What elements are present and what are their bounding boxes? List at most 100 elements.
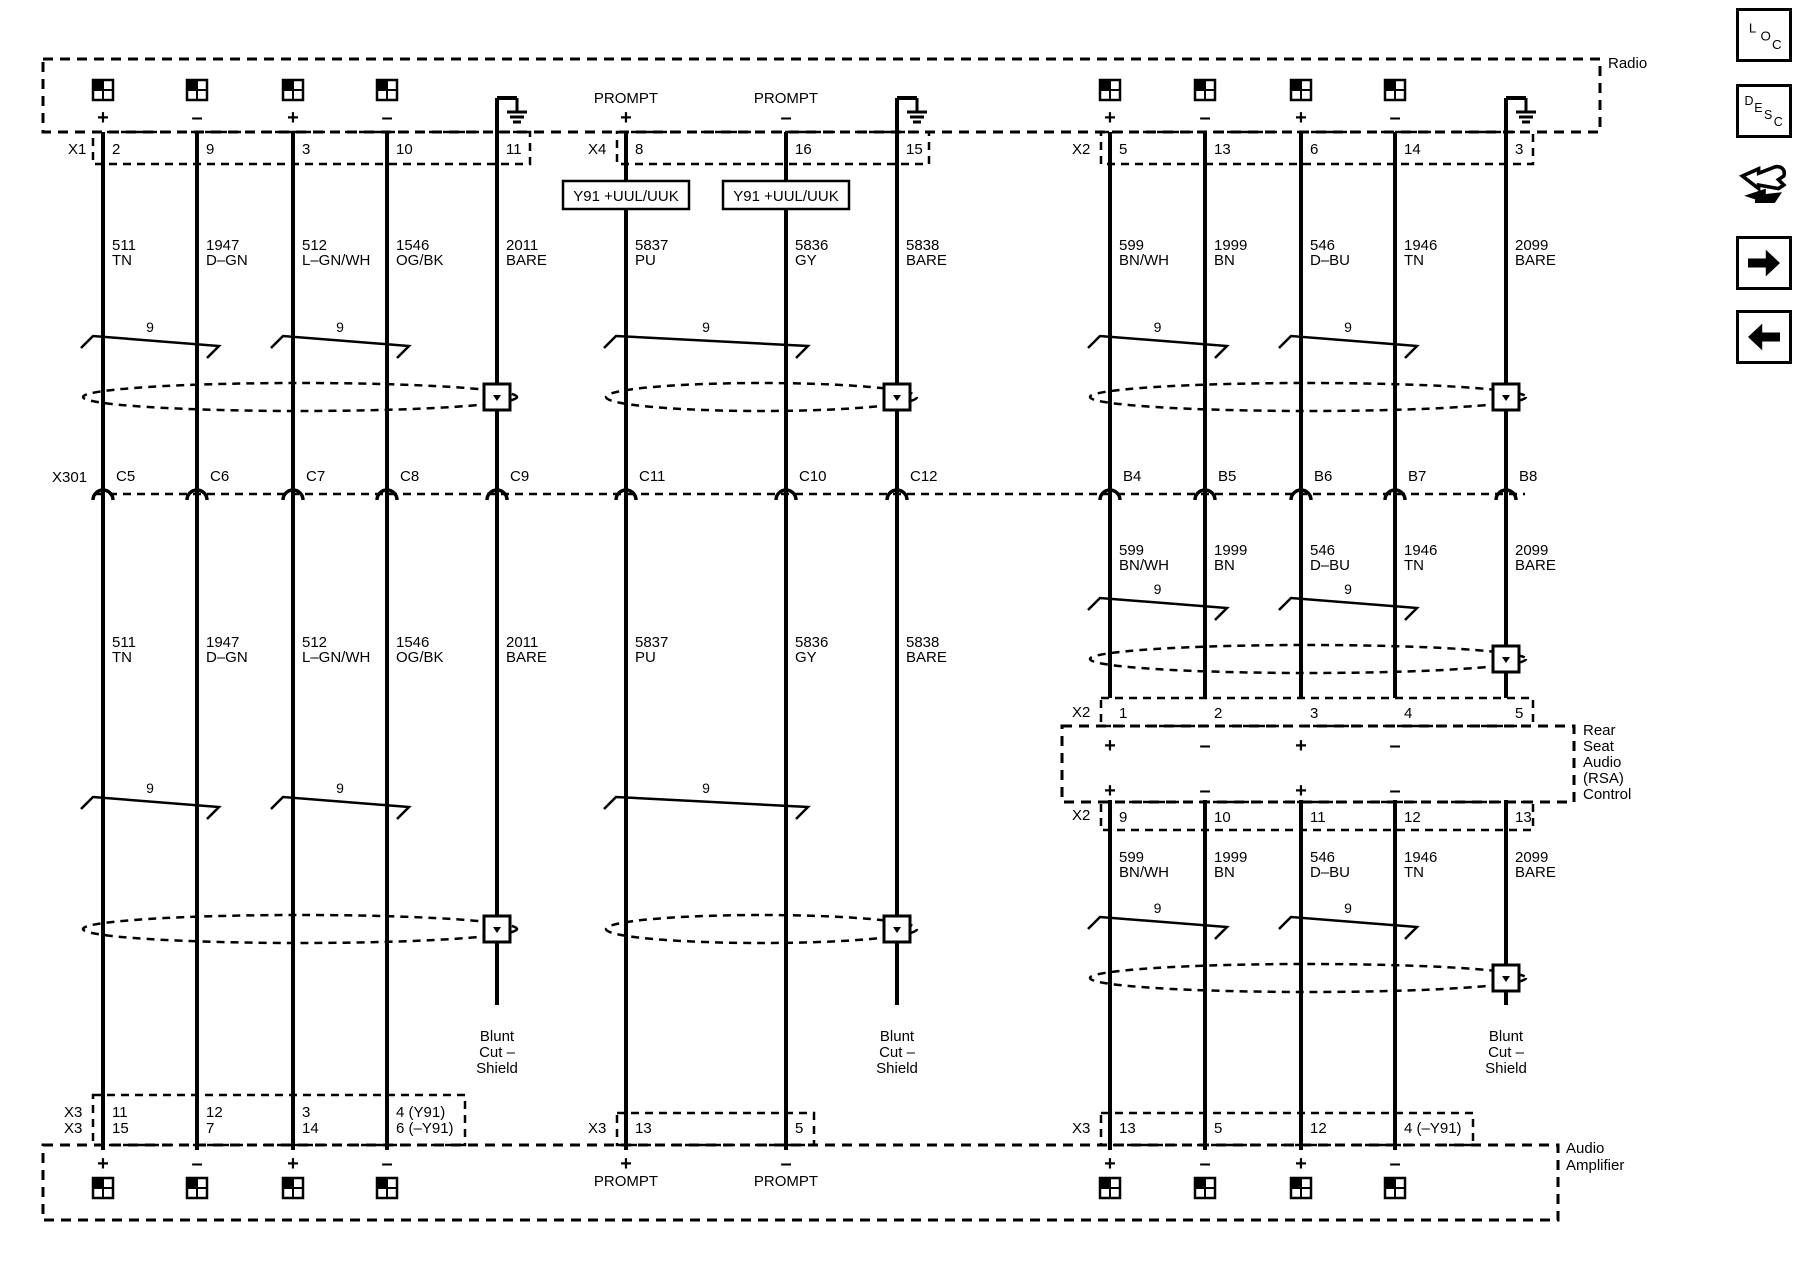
twisted-pair-icon xyxy=(1087,915,1230,940)
terminal-icon xyxy=(1098,78,1122,102)
wire-color-w6: PU xyxy=(635,252,656,269)
terminal-icon xyxy=(281,1176,305,1200)
wire-color-lower-w7: GY xyxy=(795,649,817,666)
blunt-cut-shield-line2-7: Cut – xyxy=(879,1044,916,1061)
circuit-number-w7: 5836 xyxy=(795,237,828,254)
wire-color-lower-w8: BARE xyxy=(906,649,947,666)
rsa-pin-top-w12: 4 xyxy=(1404,705,1412,722)
amp-pin-w11: 12 xyxy=(1310,1120,1327,1137)
twisted-pair-label: 9 xyxy=(336,780,344,796)
circuit-number-lower-w4: 1546 xyxy=(396,634,429,651)
x301-cavity-w11: B6 xyxy=(1314,468,1332,485)
rsa-pin-top-w13: 5 xyxy=(1515,705,1523,722)
amp-pin-a-w1: 11 xyxy=(112,1104,128,1121)
terminal-icon xyxy=(375,78,399,102)
wire-color-w3: L–GN/WH xyxy=(302,252,370,269)
blunt-cut-shield-line2-4: Cut – xyxy=(479,1044,516,1061)
twisted-pair-label: 9 xyxy=(702,780,710,796)
inline-connector-icon xyxy=(185,488,209,501)
wire-color-w11: D–BU xyxy=(1310,252,1350,269)
ground-icon xyxy=(897,96,927,124)
shield-outline xyxy=(604,913,919,945)
circuit-number-lower-w3: 512 xyxy=(302,634,327,651)
x2-label-rsa-top: X2 xyxy=(1072,704,1090,721)
inline-connector-icon xyxy=(375,488,399,501)
radio-polarity-w10: – xyxy=(1199,107,1210,129)
rsa-label-line3: Audio xyxy=(1583,754,1621,771)
terminal-icon xyxy=(1289,1176,1313,1200)
x301-cavity-w9: B4 xyxy=(1123,468,1141,485)
wire-color-mid-w9: BN/WH xyxy=(1119,557,1169,574)
description-button[interactable]: D E S C xyxy=(1736,84,1792,138)
wire-color-w12: TN xyxy=(1404,252,1424,269)
connector-tool-icon[interactable] xyxy=(1736,158,1792,212)
shield-drain-icon xyxy=(1491,644,1521,674)
terminal-icon xyxy=(1383,78,1407,102)
wire-color-mid-w11: D–BU xyxy=(1310,557,1350,574)
wire-color-lower-w10: BN xyxy=(1214,864,1235,881)
radio-pin-w8: 15 xyxy=(906,141,923,158)
inline-connector-icon xyxy=(1098,488,1122,501)
circuit-number-lower-w11: 546 xyxy=(1310,849,1335,866)
x2-label-rsa-bottom: X2 xyxy=(1072,807,1090,824)
location-button[interactable]: L O C xyxy=(1736,8,1792,62)
rsa-label-line1: Rear xyxy=(1583,722,1616,739)
rsa-polarity-bottom-w10: – xyxy=(1199,780,1210,802)
x2-label-radio: X2 xyxy=(1072,141,1090,158)
wire-color-lower-w9: BN/WH xyxy=(1119,864,1169,881)
twisted-pair-icon xyxy=(1087,596,1230,621)
radio-pin-w9: 5 xyxy=(1119,141,1127,158)
wire-color-lower-w3: L–GN/WH xyxy=(302,649,370,666)
wire-color-w10: BN xyxy=(1214,252,1235,269)
wire-color-lower-w5: BARE xyxy=(506,649,547,666)
desc-letter-e: E xyxy=(1754,101,1762,115)
ground-icon xyxy=(1506,96,1536,124)
wire-color-lower-w1: TN xyxy=(112,649,132,666)
twisted-pair-icon xyxy=(270,795,412,820)
wire-color-lower-w4: OG/BK xyxy=(396,649,444,666)
wire-color-w13: BARE xyxy=(1515,252,1556,269)
twisted-pair-icon xyxy=(1278,915,1420,940)
terminal-icon xyxy=(91,78,115,102)
x3-label-left-1: X3 xyxy=(64,1104,82,1121)
twisted-pair-label: 9 xyxy=(146,319,154,335)
twisted-pair-icon xyxy=(1278,596,1420,621)
wire-color-mid-w12: TN xyxy=(1404,557,1424,574)
radio-polarity-w9: + xyxy=(1104,107,1116,129)
x301-cavity-w1: C5 xyxy=(116,468,135,485)
blunt-cut-shield-line3-7: Shield xyxy=(876,1060,918,1077)
wire-color-mid-w10: BN xyxy=(1214,557,1235,574)
terminal-icon xyxy=(1193,78,1217,102)
terminal-icon xyxy=(1383,1176,1407,1200)
wire-color-lower-w12: TN xyxy=(1404,864,1424,881)
circuit-number-w11: 546 xyxy=(1310,237,1335,254)
inline-connector-icon xyxy=(885,488,909,501)
x1-connector xyxy=(91,130,532,166)
amp-polarity-w1: + xyxy=(97,1153,109,1175)
x2-connector-radio xyxy=(1099,130,1535,166)
next-page-button[interactable] xyxy=(1736,236,1792,290)
amplifier-label-line1: Audio xyxy=(1566,1140,1604,1157)
blunt-cut-shield-line1-4: Blunt xyxy=(480,1028,515,1045)
amp-pin-b-w4: 6 (–Y91) xyxy=(396,1120,454,1137)
wire-color-w7: GY xyxy=(795,252,817,269)
shield-outline xyxy=(1088,381,1528,413)
loc-letter-l: L xyxy=(1749,20,1756,35)
circuit-number-mid-w10: 1999 xyxy=(1214,542,1247,559)
circuit-number-w12: 1946 xyxy=(1404,237,1437,254)
inline-connector-icon xyxy=(1383,488,1407,501)
x301-cavity-w6: C11 xyxy=(639,468,665,485)
amp-polarity-w3: + xyxy=(287,1153,299,1175)
amp-pin-a-w4: 4 (Y91) xyxy=(396,1104,445,1121)
shield-outline xyxy=(604,381,919,413)
wire-color-w5: BARE xyxy=(506,252,547,269)
radio-pin-w12: 14 xyxy=(1404,141,1421,158)
radio-pin-w2: 9 xyxy=(206,141,214,158)
amp-polarity-w9: + xyxy=(1104,1153,1116,1175)
rsa-label-line5: Control xyxy=(1583,786,1631,803)
inline-connector-icon xyxy=(614,488,638,501)
amp-pin-a-w2: 12 xyxy=(206,1104,223,1121)
previous-page-button[interactable] xyxy=(1736,310,1792,364)
shield-drain-icon xyxy=(1491,382,1521,412)
wire-color-w2: D–GN xyxy=(206,252,248,269)
